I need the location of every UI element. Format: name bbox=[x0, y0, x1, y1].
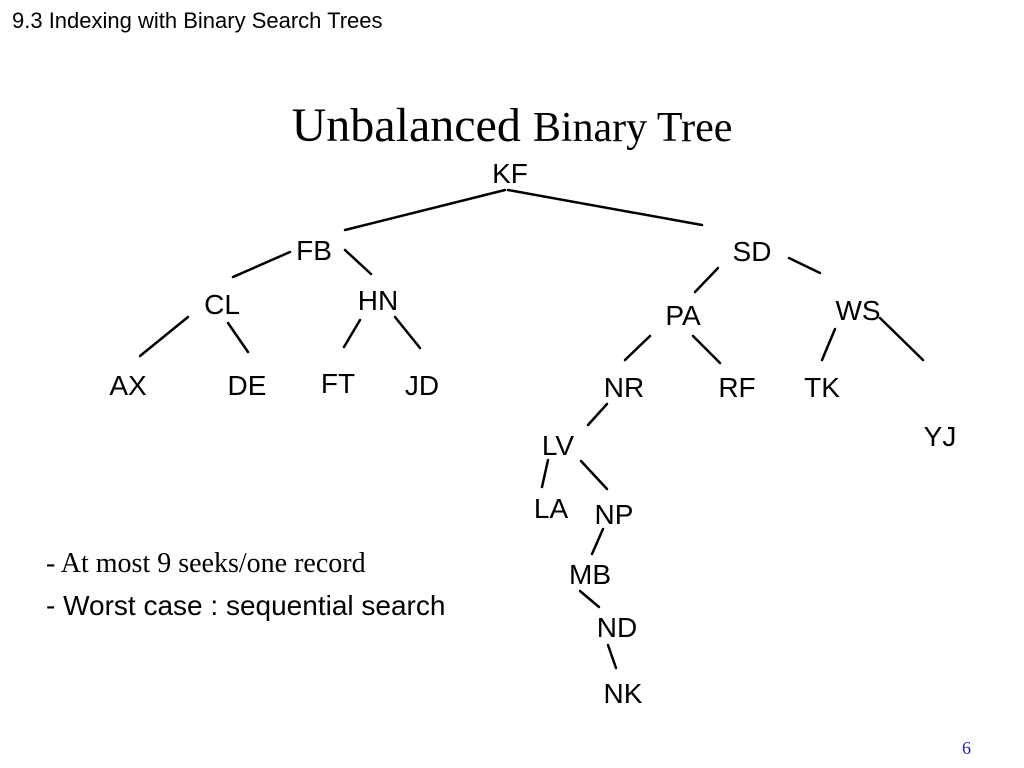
node-ax: AX bbox=[109, 370, 147, 401]
node-yj: YJ bbox=[924, 421, 957, 452]
edge-hn-jd bbox=[393, 315, 422, 350]
node-np: NP bbox=[595, 499, 634, 530]
edge-fb-hn bbox=[343, 248, 373, 276]
note-worst-case: - Worst case : sequential search bbox=[46, 590, 446, 621]
node-jd: JD bbox=[405, 370, 439, 401]
node-la: LA bbox=[534, 493, 569, 524]
node-hn: HN bbox=[358, 285, 398, 316]
edge-nd-nk bbox=[606, 643, 618, 670]
edge-cl-de bbox=[226, 321, 250, 354]
node-rf: RF bbox=[718, 372, 755, 403]
node-cl: CL bbox=[204, 289, 240, 320]
edge-ws-yj bbox=[878, 316, 925, 362]
edge-mb-nd bbox=[578, 589, 601, 609]
edge-sd-pa bbox=[693, 266, 720, 294]
slide-title: Unbalanced Binary Tree bbox=[0, 98, 1024, 153]
edge-fb-cl bbox=[231, 250, 292, 279]
edge-np-mb bbox=[590, 527, 605, 556]
tree-edges bbox=[138, 188, 925, 670]
node-tk: TK bbox=[804, 372, 840, 403]
edge-lv-la bbox=[540, 458, 550, 489]
tree-nodes: KF FB SD CL HN PA WS AX DE FT JD NR RF TK YJ LV LA NP MB ND… bbox=[109, 158, 956, 709]
edge-hn-ft bbox=[342, 318, 362, 349]
edge-pa-rf bbox=[691, 334, 722, 365]
node-ws: WS bbox=[835, 295, 880, 326]
edge-kf-sd bbox=[506, 188, 704, 227]
edge-ws-tk bbox=[820, 327, 837, 362]
edge-kf-fb bbox=[343, 188, 507, 232]
node-de: DE bbox=[228, 370, 267, 401]
edge-sd-ws bbox=[787, 256, 822, 275]
slide-header: 9.3 Indexing with Binary Search Trees bbox=[12, 8, 383, 33]
title-part-1: Unbalanced bbox=[291, 99, 533, 152]
node-sd: SD bbox=[733, 236, 772, 267]
node-nr: NR bbox=[604, 372, 644, 403]
node-mb: MB bbox=[569, 559, 611, 590]
edge-pa-nr bbox=[623, 334, 652, 362]
edge-nr-lv bbox=[586, 402, 609, 427]
edge-lv-np bbox=[579, 459, 609, 491]
node-lv: LV bbox=[542, 430, 574, 461]
note-seeks: - At most 9 seeks/one record bbox=[46, 548, 366, 579]
edge-cl-ax bbox=[138, 315, 190, 358]
node-pa: PA bbox=[665, 300, 701, 331]
page-number: 6 bbox=[962, 738, 971, 758]
title-part-2: Binary Tree bbox=[532, 105, 733, 151]
node-kf: KF bbox=[492, 158, 528, 189]
node-nd: ND bbox=[597, 612, 637, 643]
node-ft: FT bbox=[321, 368, 355, 399]
node-fb: FB bbox=[296, 235, 332, 266]
node-nk: NK bbox=[604, 678, 643, 709]
